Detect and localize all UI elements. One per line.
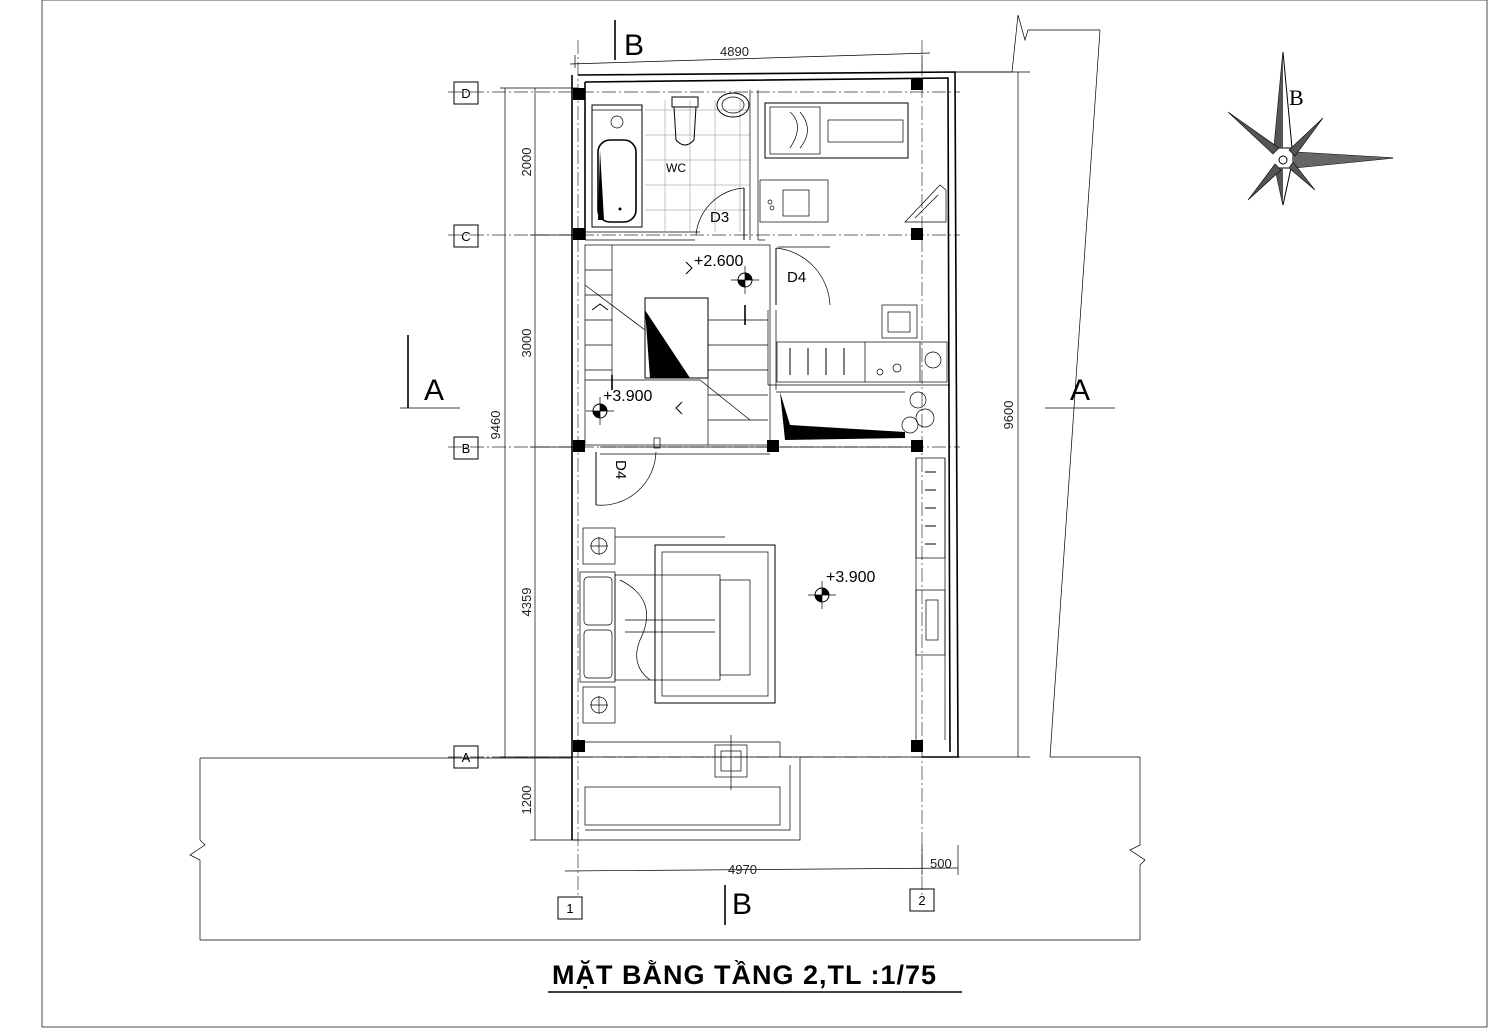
wash-basin — [716, 92, 750, 118]
double-bed — [614, 544, 776, 704]
level-mark-bedroom — [808, 581, 836, 609]
compass-icon — [1227, 51, 1394, 206]
svg-text:B: B — [462, 441, 471, 456]
section-marker-b-bottom: B — [724, 885, 752, 925]
dim-left-span-4: 1200 — [519, 786, 534, 815]
dressing-table — [915, 589, 946, 656]
svg-text:A: A — [1070, 374, 1090, 407]
single-bed — [764, 102, 909, 159]
svg-text:D: D — [461, 86, 470, 101]
window-seat — [904, 184, 947, 223]
dim-left-span-2: 3000 — [519, 329, 534, 358]
floor-drain — [618, 207, 622, 211]
svg-text:C: C — [461, 229, 470, 244]
section-marker-a-left: A — [400, 335, 460, 409]
potted-plant — [901, 391, 935, 434]
dim-top-width: 4890 — [720, 44, 749, 59]
dim-bottom-overhang: 500 — [930, 856, 952, 871]
level-label-hall: +3.900 — [603, 388, 652, 405]
dim-left-span-3: 4359 — [519, 588, 534, 617]
section-marker-a-right: A — [1045, 374, 1115, 409]
interior-walls — [585, 90, 950, 740]
kitchen-table — [881, 304, 918, 339]
toilet — [671, 96, 699, 146]
axis-bubble-1: 1 — [557, 896, 583, 920]
axis-bubble-d: D — [453, 81, 479, 105]
room-label-wc: WC — [666, 161, 686, 175]
door-d3 — [695, 187, 745, 240]
bathtub — [591, 104, 643, 228]
dim-left-total: 9460 — [488, 411, 503, 440]
axis-bubble-2: 2 — [909, 888, 935, 912]
door-d4-lower — [595, 437, 661, 506]
axis-bubble-a: A — [453, 745, 479, 769]
site-boundary — [189, 14, 1146, 941]
svg-text:A: A — [462, 750, 471, 765]
door-label-d3: D3 — [710, 209, 729, 226]
drawing-frame — [41, 0, 1488, 1028]
door-d4-upper — [775, 247, 831, 306]
level-label-stair: +2.600 — [694, 253, 743, 270]
balcony-planter — [714, 735, 748, 790]
axis-bubble-c: C — [453, 224, 479, 248]
axis-bubble-b: B — [453, 436, 479, 460]
svg-text:1: 1 — [566, 901, 573, 916]
nightstand-bottom — [582, 686, 616, 724]
sofa — [579, 571, 616, 683]
dim-right-total: 9600 — [1001, 401, 1016, 430]
level-mark-stair — [731, 266, 759, 294]
svg-text:B: B — [732, 888, 752, 921]
landing-fill — [780, 392, 905, 440]
nightstand-top — [582, 527, 616, 565]
level-mark-hall — [586, 397, 614, 425]
dim-bottom-width: 4970 — [728, 862, 757, 877]
door-label-d4-upper: D4 — [787, 269, 806, 286]
structural-columns — [573, 78, 923, 752]
exterior-walls — [571, 71, 959, 841]
door-label-d4-lower: D4 — [612, 460, 629, 479]
dim-left-span-1: 2000 — [519, 148, 534, 177]
svg-text:B: B — [624, 29, 644, 62]
level-label-bedroom: +3.900 — [826, 569, 875, 586]
svg-text:A: A — [424, 374, 444, 407]
kitchen-counter — [776, 341, 948, 383]
wc-tile-grid — [645, 100, 750, 232]
drawing-title: MẶT BẰNG TẦNG 2,TL :1/75 — [552, 959, 937, 990]
north-label: B — [1289, 85, 1304, 110]
svg-text:2: 2 — [918, 893, 925, 908]
section-marker-b-top: B — [614, 20, 644, 62]
staircase — [584, 244, 771, 446]
wardrobe — [915, 457, 946, 559]
desk-chair — [759, 179, 829, 223]
